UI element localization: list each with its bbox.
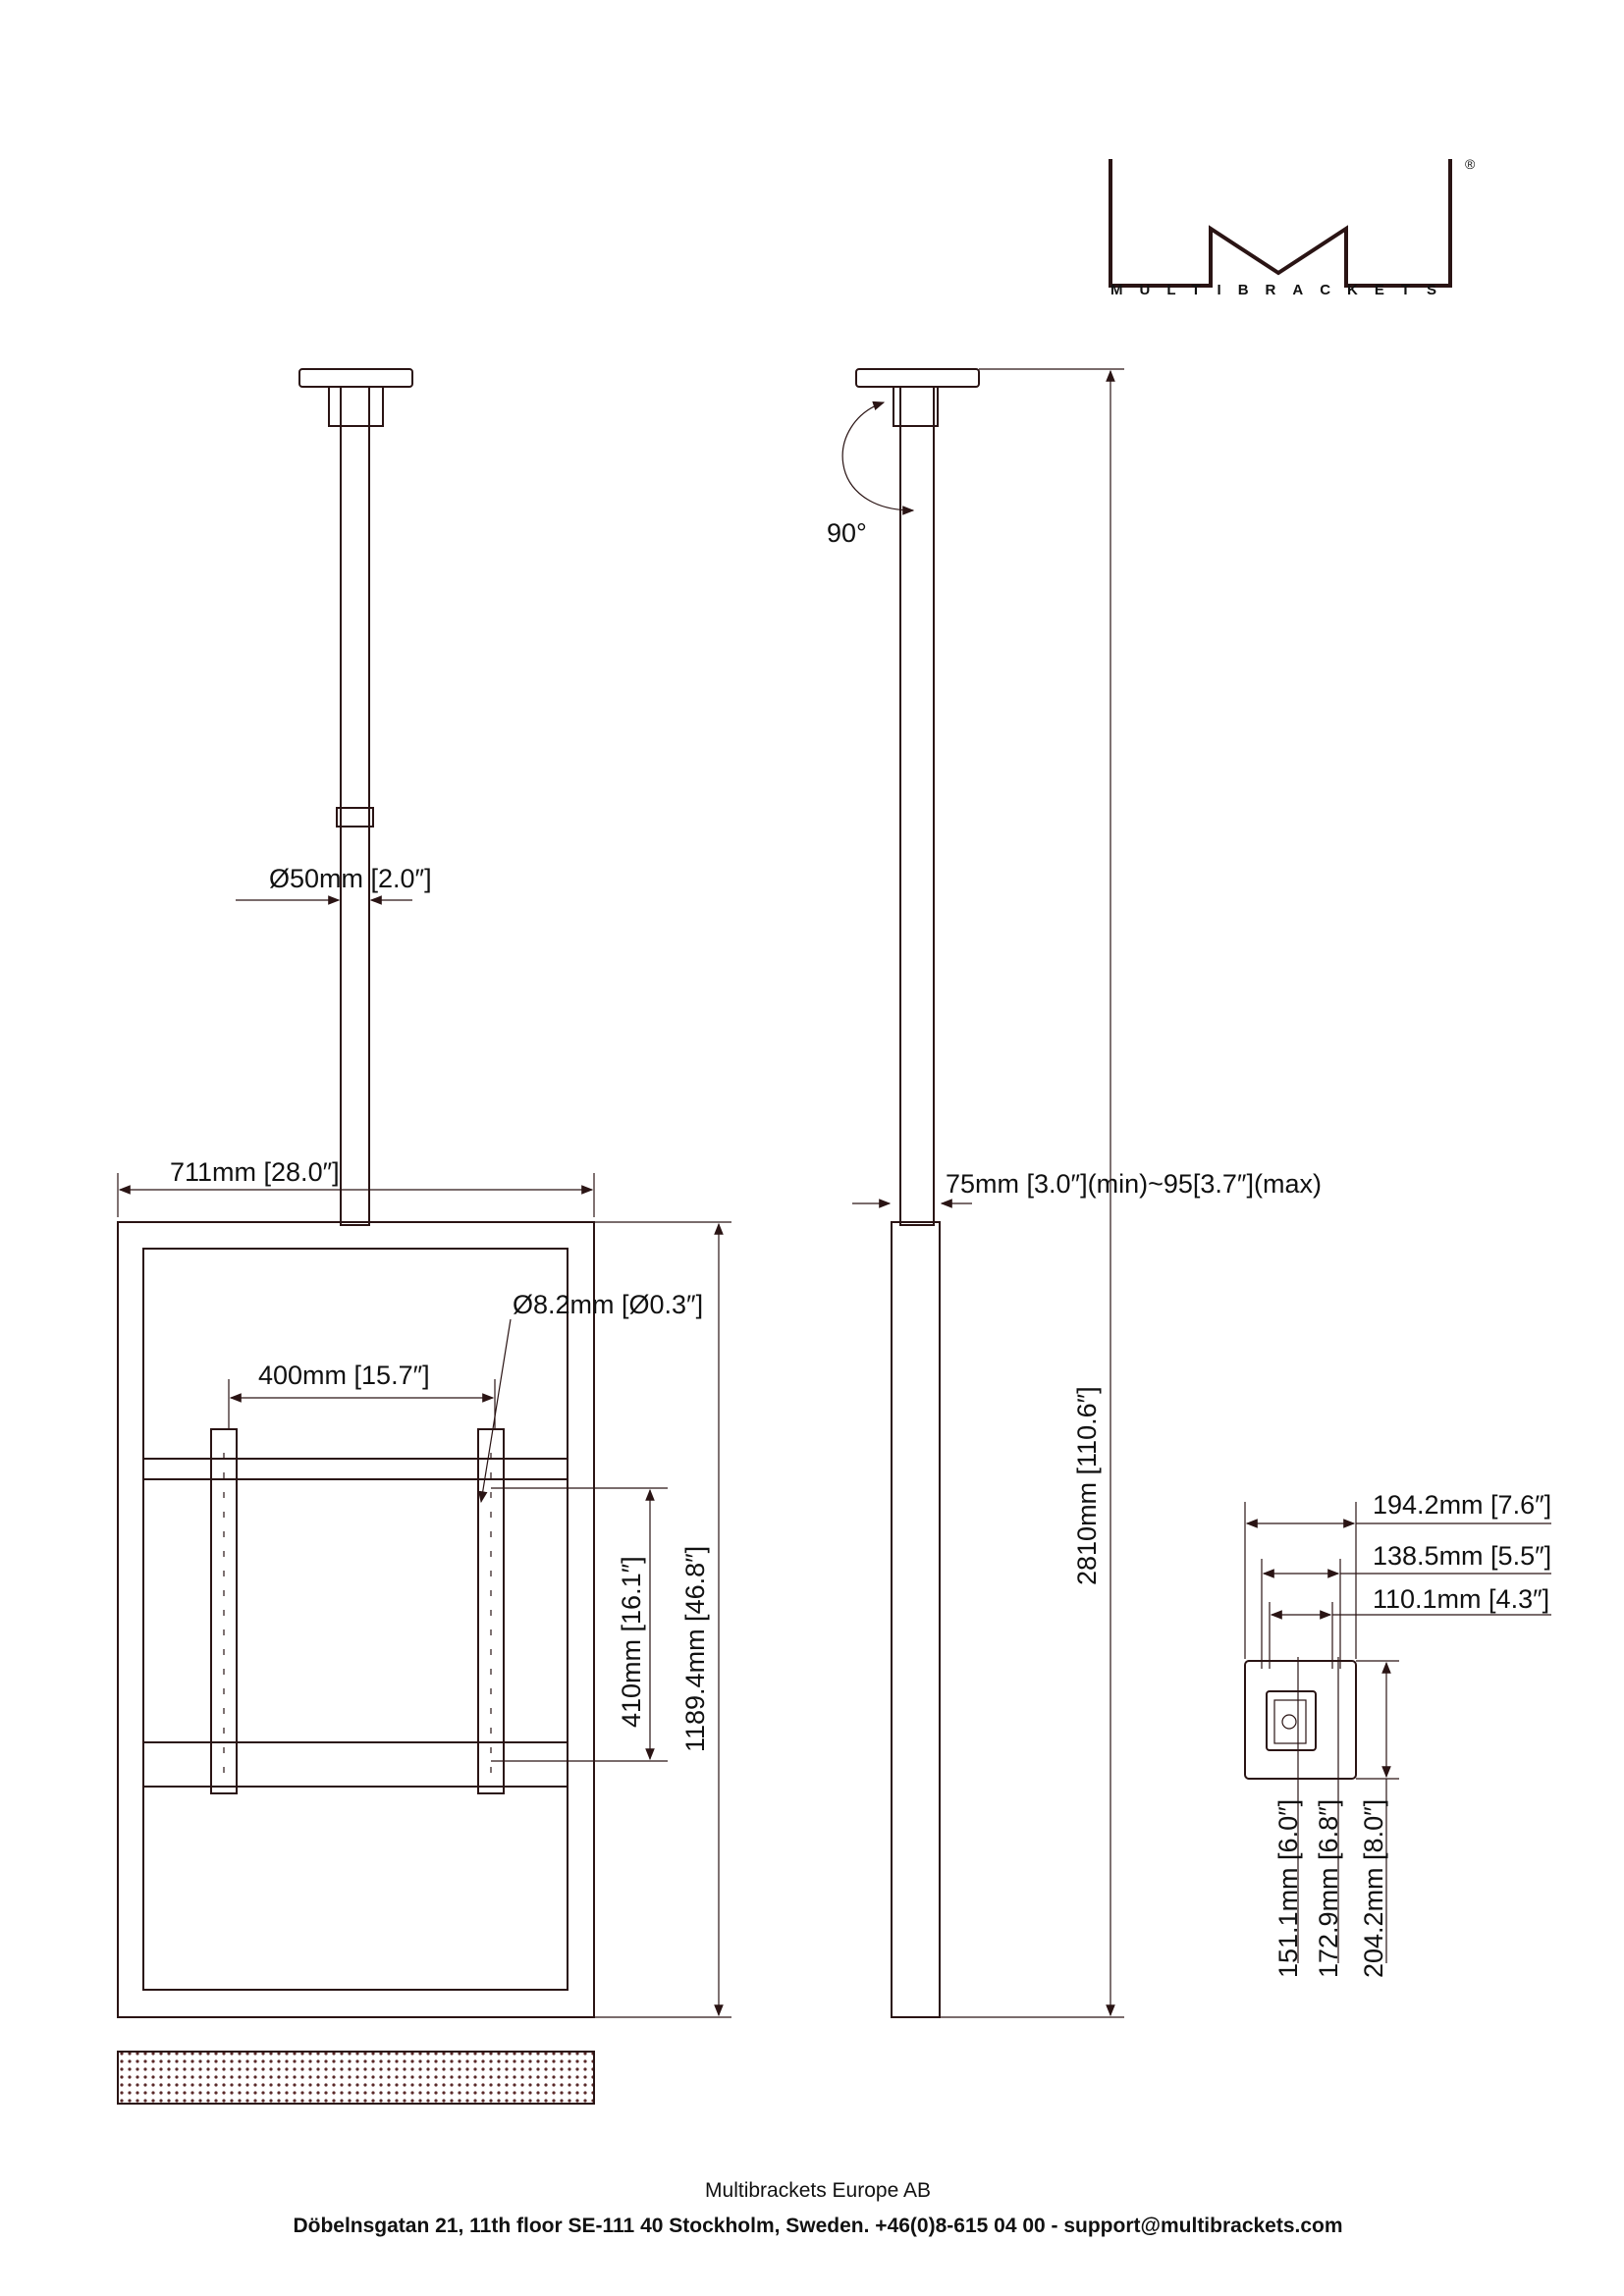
- height-label: 1189.4mm [46.8″]: [680, 1546, 710, 1752]
- multibrackets-logo: ® MULTIBRACKETS: [1109, 156, 1476, 298]
- top-rail: [142, 1458, 568, 1480]
- plate-width-194: 194.2mm [7.6″]: [1373, 1490, 1551, 1520]
- pole-joint: [336, 807, 374, 828]
- bottom-view-perforated: [117, 2051, 595, 2105]
- vesa-horizontal-label: 400mm [15.7″]: [258, 1361, 430, 1390]
- plate-height-172: 172.9mm [6.8″]: [1314, 1799, 1343, 1978]
- display-frame: [117, 1221, 595, 2018]
- bottom-rail: [142, 1741, 568, 1788]
- pole-front: [340, 386, 370, 1226]
- vesa-vertical-label: 410mm [16.1″]: [617, 1556, 646, 1728]
- logo-wordmark: MULTIBRACKETS: [1110, 282, 1453, 298]
- footer-company: Multibrackets Europe AB: [705, 2179, 931, 2202]
- plate-width-138: 138.5mm [5.5″]: [1373, 1541, 1551, 1571]
- ceiling-plate-detail: 194.2mm [7.6″] 138.5mm [5.5″] 110.1mm [4…: [1244, 1490, 1551, 1978]
- hole-diameter-label: Ø8.2mm [Ø0.3″]: [513, 1290, 703, 1319]
- ceiling-plate-front: [298, 368, 413, 388]
- display-side: [891, 1221, 941, 2018]
- total-height-label: 2810mm [110.6″]: [1072, 1386, 1102, 1585]
- rotation-arc: [841, 400, 915, 515]
- display-inner: [142, 1248, 568, 1991]
- left-bracket-arm: [210, 1428, 238, 1794]
- footer-address: Döbelnsgatan 21, 11th floor SE-111 40 St…: [293, 2215, 1342, 2237]
- pole-clamp: [328, 386, 384, 427]
- pole-side: [899, 386, 935, 1226]
- rotation-label: 90°: [827, 518, 867, 548]
- width-label: 711mm [28.0″]: [170, 1157, 340, 1187]
- registered-mark: ®: [1465, 156, 1476, 172]
- front-view: Ø50mm [2.0″] 711mm [28.0″] Ø8.2mm [Ø0.3″…: [117, 368, 731, 2105]
- depth-label: 75mm [3.0″](min)~95[3.7″](max): [946, 1169, 1322, 1199]
- plate-height-151: 151.1mm [6.0″]: [1273, 1799, 1303, 1978]
- side-view: 90° 75mm [3.0″](min)~95[3.7″](max) 2810m…: [827, 368, 1322, 2018]
- ceiling-plate-side: [855, 368, 980, 388]
- pole-diameter-label: Ø50mm [2.0″]: [269, 864, 432, 893]
- right-bracket-arm: [477, 1428, 505, 1794]
- plate-width-110: 110.1mm [4.3″]: [1373, 1584, 1549, 1614]
- plate-height-204: 204.2mm [8.0″]: [1359, 1799, 1388, 1978]
